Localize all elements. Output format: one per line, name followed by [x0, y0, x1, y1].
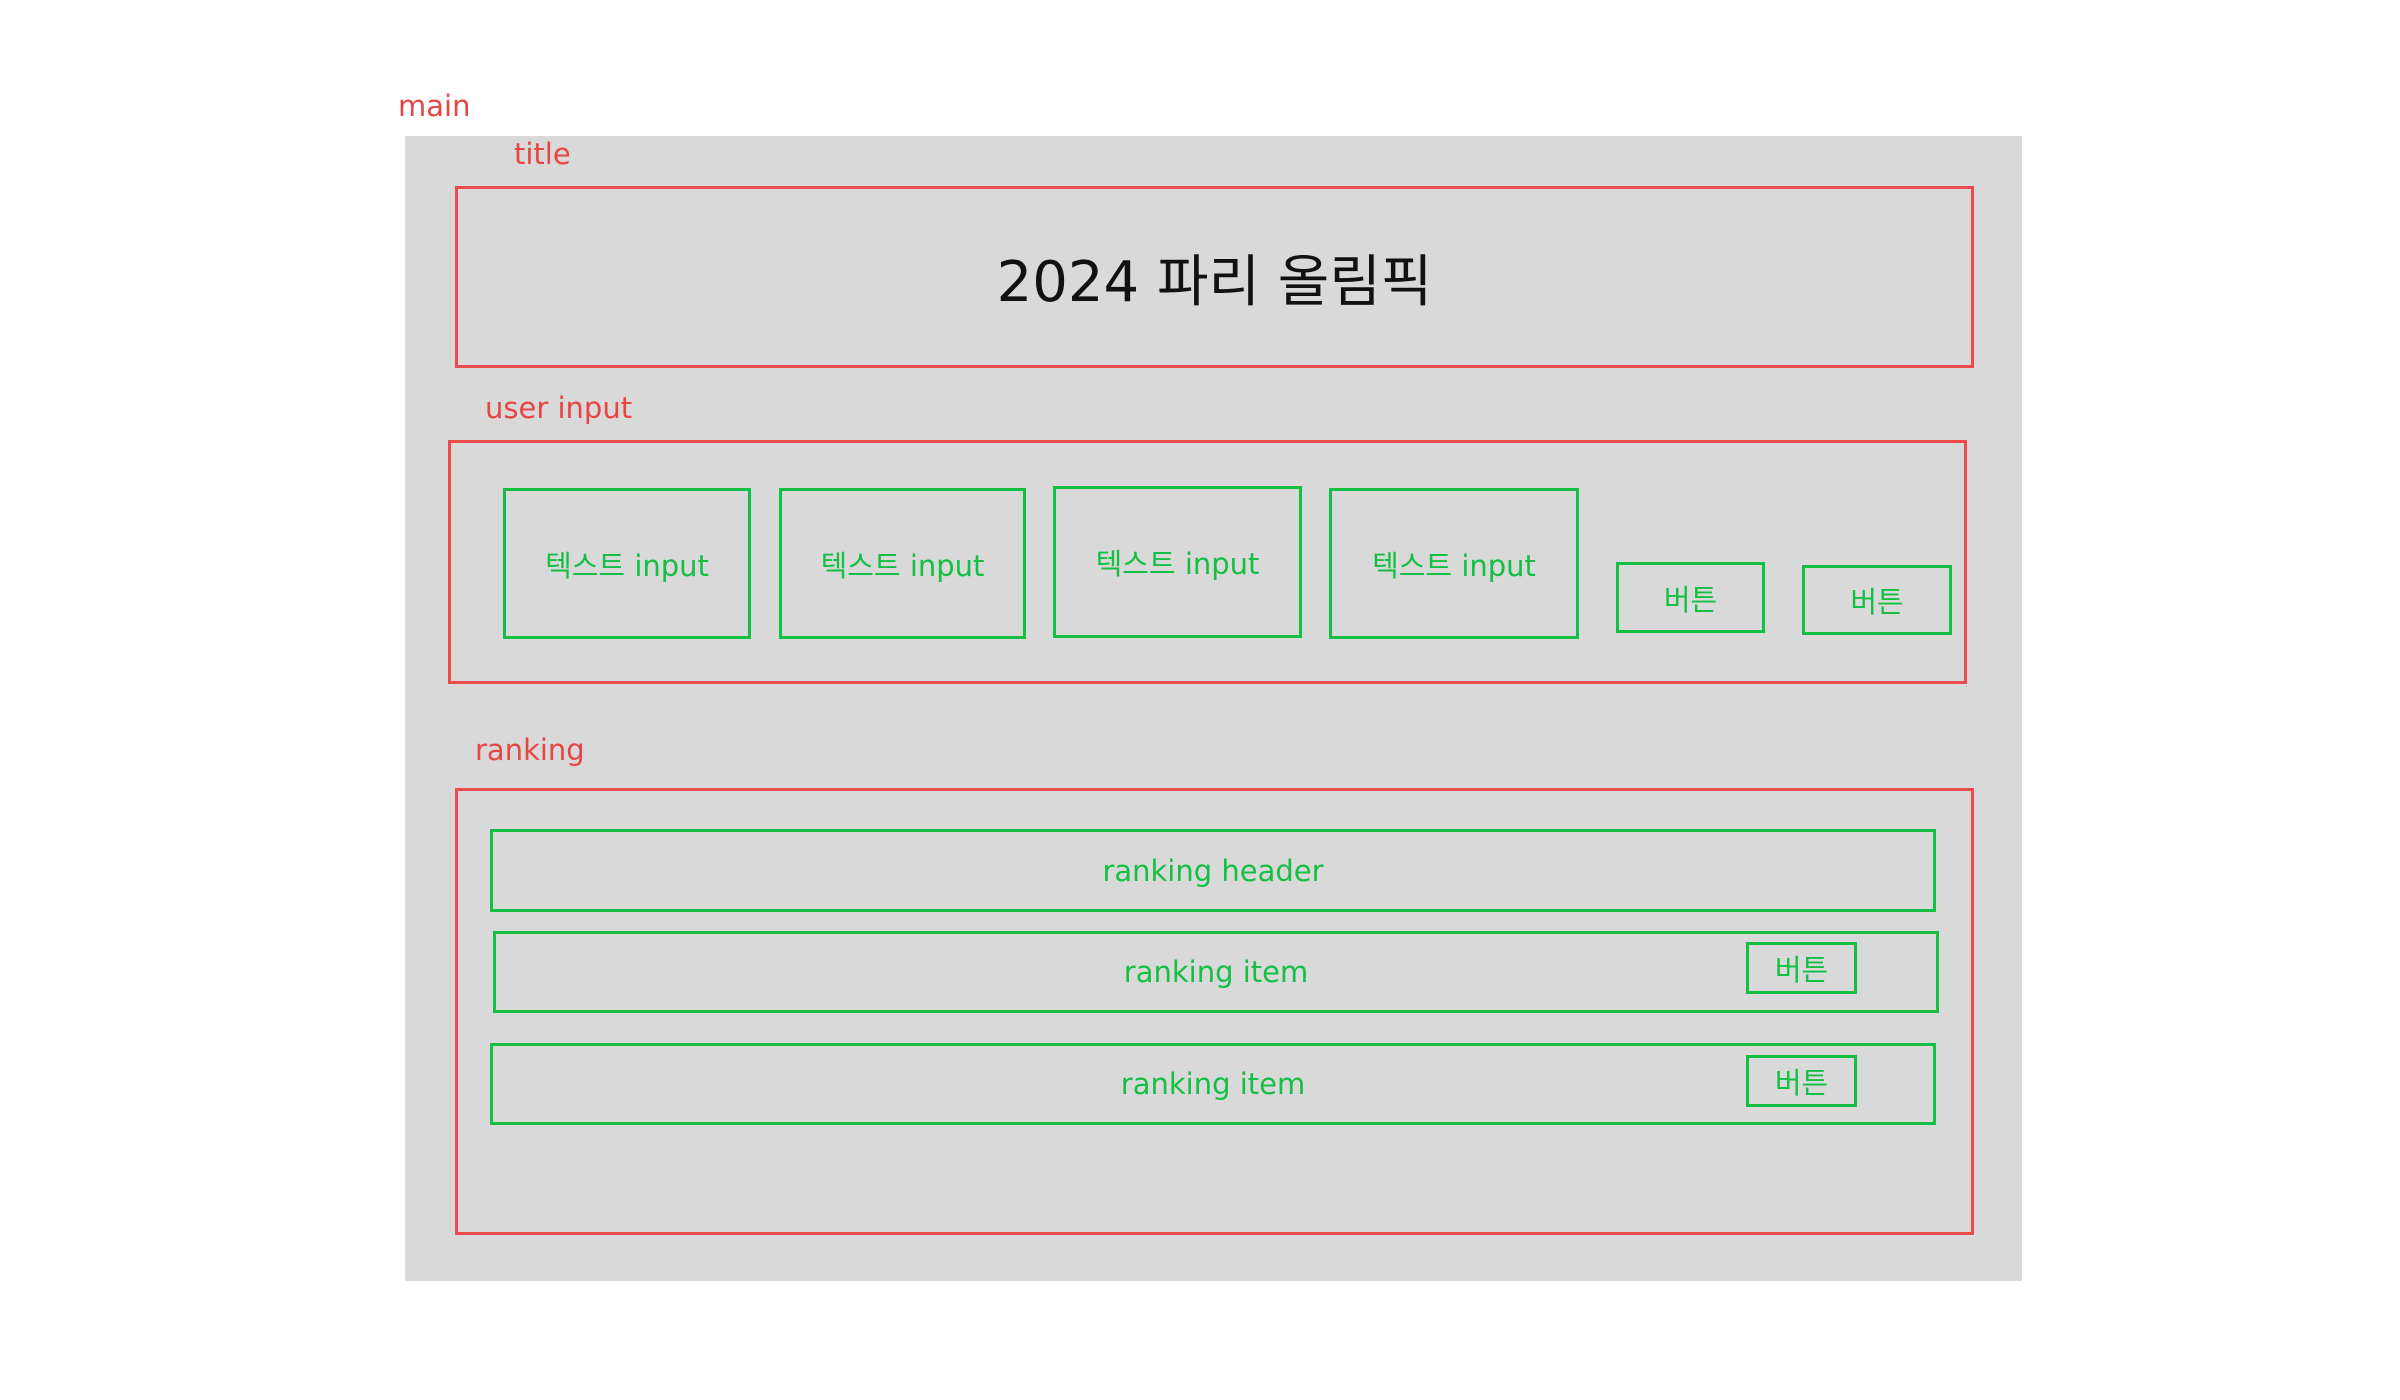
- main-label: main: [398, 89, 471, 123]
- ranking-label: ranking: [475, 733, 585, 767]
- ranking-section: ranking header ranking item 버튼 ranking i…: [455, 788, 1974, 1235]
- title-section: 2024 파리 올림픽: [455, 186, 1974, 368]
- submit-button-1[interactable]: 버튼: [1616, 562, 1765, 633]
- ranking-header: ranking header: [490, 829, 1936, 912]
- ranking-item-button[interactable]: 버튼: [1746, 942, 1857, 994]
- page-title: 2024 파리 올림픽: [996, 249, 1433, 315]
- ranking-item-label: ranking item: [1120, 1067, 1306, 1101]
- text-input-3[interactable]: 텍스트 input: [1053, 486, 1302, 638]
- ranking-item-button[interactable]: 버튼: [1746, 1055, 1857, 1107]
- text-input-4[interactable]: 텍스트 input: [1329, 488, 1579, 639]
- ranking-item-label: ranking item: [1123, 955, 1309, 989]
- user-input-section: 텍스트 input 텍스트 input 텍스트 input 텍스트 input …: [448, 440, 1967, 684]
- text-input-2[interactable]: 텍스트 input: [779, 488, 1026, 639]
- title-label: title: [514, 137, 571, 171]
- text-input-1[interactable]: 텍스트 input: [503, 488, 751, 639]
- main-container: title 2024 파리 올림픽 user input 텍스트 input 텍…: [405, 136, 2022, 1281]
- ranking-item-2: ranking item 버튼: [490, 1043, 1936, 1125]
- user-input-label: user input: [485, 391, 633, 425]
- submit-button-2[interactable]: 버튼: [1802, 565, 1952, 635]
- ranking-item-1: ranking item 버튼: [493, 931, 1939, 1013]
